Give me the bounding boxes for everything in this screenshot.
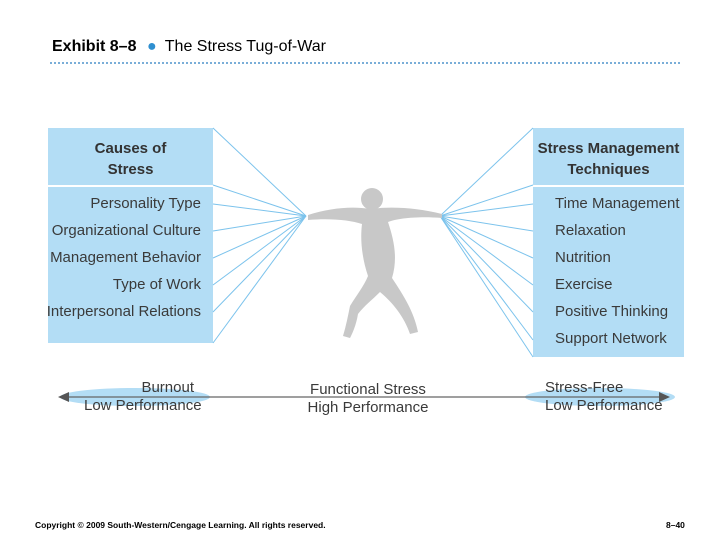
techniques-heading-line2: Techniques — [567, 161, 650, 178]
stress-free-label: Stress-Free Low Performance — [545, 379, 665, 415]
arrow-left-icon — [58, 392, 69, 402]
functional-stress-label-line2: High Performance — [307, 399, 429, 416]
stress-management-box: Stress Management Techniques Time Manage… — [533, 128, 684, 357]
technique-item: Support Network — [555, 330, 667, 347]
stress-free-label-line1: Stress-Free — [545, 379, 624, 396]
cause-item: Management Behavior — [50, 249, 201, 266]
tug-of-war-person-icon — [308, 188, 442, 338]
cause-item: Interpersonal Relations — [46, 303, 201, 320]
exhibit-number: Exhibit 8–8 — [52, 38, 137, 55]
causes-heading-divider — [48, 185, 213, 187]
technique-item: Nutrition — [555, 249, 611, 266]
page-number: 8–40 — [666, 520, 685, 530]
burnout-label-line1: Burnout — [141, 379, 194, 396]
techniques-heading-divider — [533, 185, 684, 187]
right-rope-lines — [439, 127, 534, 358]
cause-item: Type of Work — [112, 276, 201, 293]
cause-item: Organizational Culture — [51, 222, 201, 239]
title-divider — [50, 62, 680, 64]
cause-item: Personality Type — [90, 195, 201, 212]
stress-free-label-line2: Low Performance — [545, 397, 663, 414]
technique-item: Exercise — [555, 276, 613, 293]
functional-stress-label: Functional Stress High Performance — [303, 381, 433, 417]
causes-heading-line2: Stress — [107, 161, 154, 178]
title-text: The Stress Tug-of-War — [164, 38, 326, 55]
causes-of-stress-box: Causes of Stress Personality Type Organi… — [46, 128, 213, 343]
technique-item: Relaxation — [555, 222, 626, 239]
arrow-right-icon — [659, 392, 670, 402]
burnout-label-line2: Low Performance — [84, 397, 202, 414]
causes-heading-line1: Causes of — [94, 140, 167, 157]
techniques-heading-line1: Stress Management — [537, 140, 680, 157]
left-rope-lines — [212, 127, 307, 344]
burnout-label: Burnout Low Performance — [84, 379, 202, 415]
slide-title: Exhibit 8–8 ● The Stress Tug-of-War — [52, 38, 326, 56]
technique-item: Time Management — [555, 195, 680, 212]
performance-scale — [58, 388, 675, 406]
techniques-heading: Stress Management Techniques — [533, 138, 684, 180]
functional-stress-label-line1: Functional Stress — [310, 381, 426, 398]
causes-heading: Causes of Stress — [48, 138, 213, 180]
copyright-notice: Copyright © 2009 South-Western/Cengage L… — [35, 520, 326, 530]
technique-item: Positive Thinking — [555, 303, 669, 320]
title-bullet: ● — [146, 38, 157, 55]
